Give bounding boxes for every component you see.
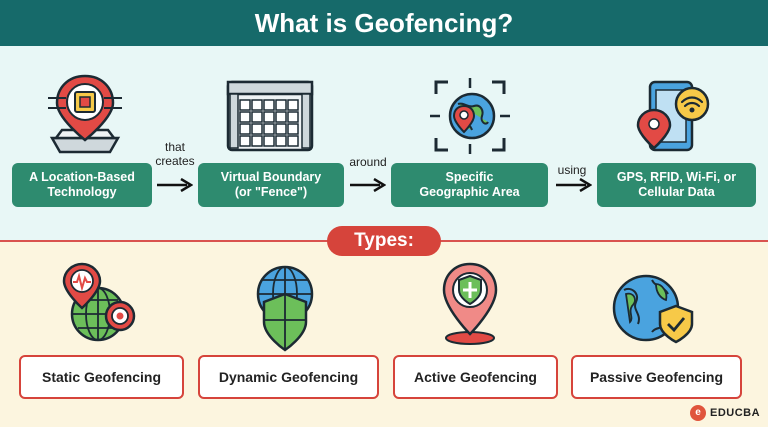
location-chip-icon bbox=[48, 74, 122, 154]
step-location-technology: A Location-Based Technology bbox=[12, 163, 152, 207]
globe-pin-target-icon bbox=[62, 262, 136, 342]
page-title: What is Geofencing? bbox=[254, 8, 514, 38]
type-active-geofencing: Active Geofencing bbox=[393, 355, 558, 399]
arrow-right-icon bbox=[350, 178, 386, 192]
connector-around: around bbox=[349, 155, 387, 169]
definition-section bbox=[0, 46, 768, 241]
phone-wifi-pin-icon bbox=[636, 80, 710, 152]
connector-that-creates: that creates bbox=[155, 140, 195, 168]
step-geographic-area: Specific Geographic Area bbox=[391, 163, 548, 207]
types-heading: Types: bbox=[327, 226, 441, 256]
step-virtual-boundary: Virtual Boundary (or "Fence") bbox=[198, 163, 344, 207]
brand-name: EDUCBA bbox=[710, 407, 761, 419]
globe-target-icon bbox=[430, 78, 510, 154]
pin-shield-icon bbox=[442, 262, 498, 345]
arrow-right-icon bbox=[556, 178, 592, 192]
type-passive-geofencing: Passive Geofencing bbox=[571, 355, 742, 399]
step-data-sources: GPS, RFID, Wi-Fi, or Cellular Data bbox=[597, 163, 756, 207]
type-dynamic-geofencing: Dynamic Geofencing bbox=[198, 355, 379, 399]
globe-shield-icon bbox=[256, 265, 314, 352]
connector-using: using bbox=[557, 163, 587, 177]
grid-fence-icon bbox=[226, 80, 314, 152]
arrow-right-icon bbox=[157, 178, 193, 192]
header-bar bbox=[0, 0, 768, 46]
brand-logo: e EDUCBA bbox=[690, 404, 760, 422]
type-static-geofencing: Static Geofencing bbox=[19, 355, 184, 399]
globe-check-shield-icon bbox=[612, 274, 694, 344]
brand-logo-icon: e bbox=[690, 405, 706, 421]
